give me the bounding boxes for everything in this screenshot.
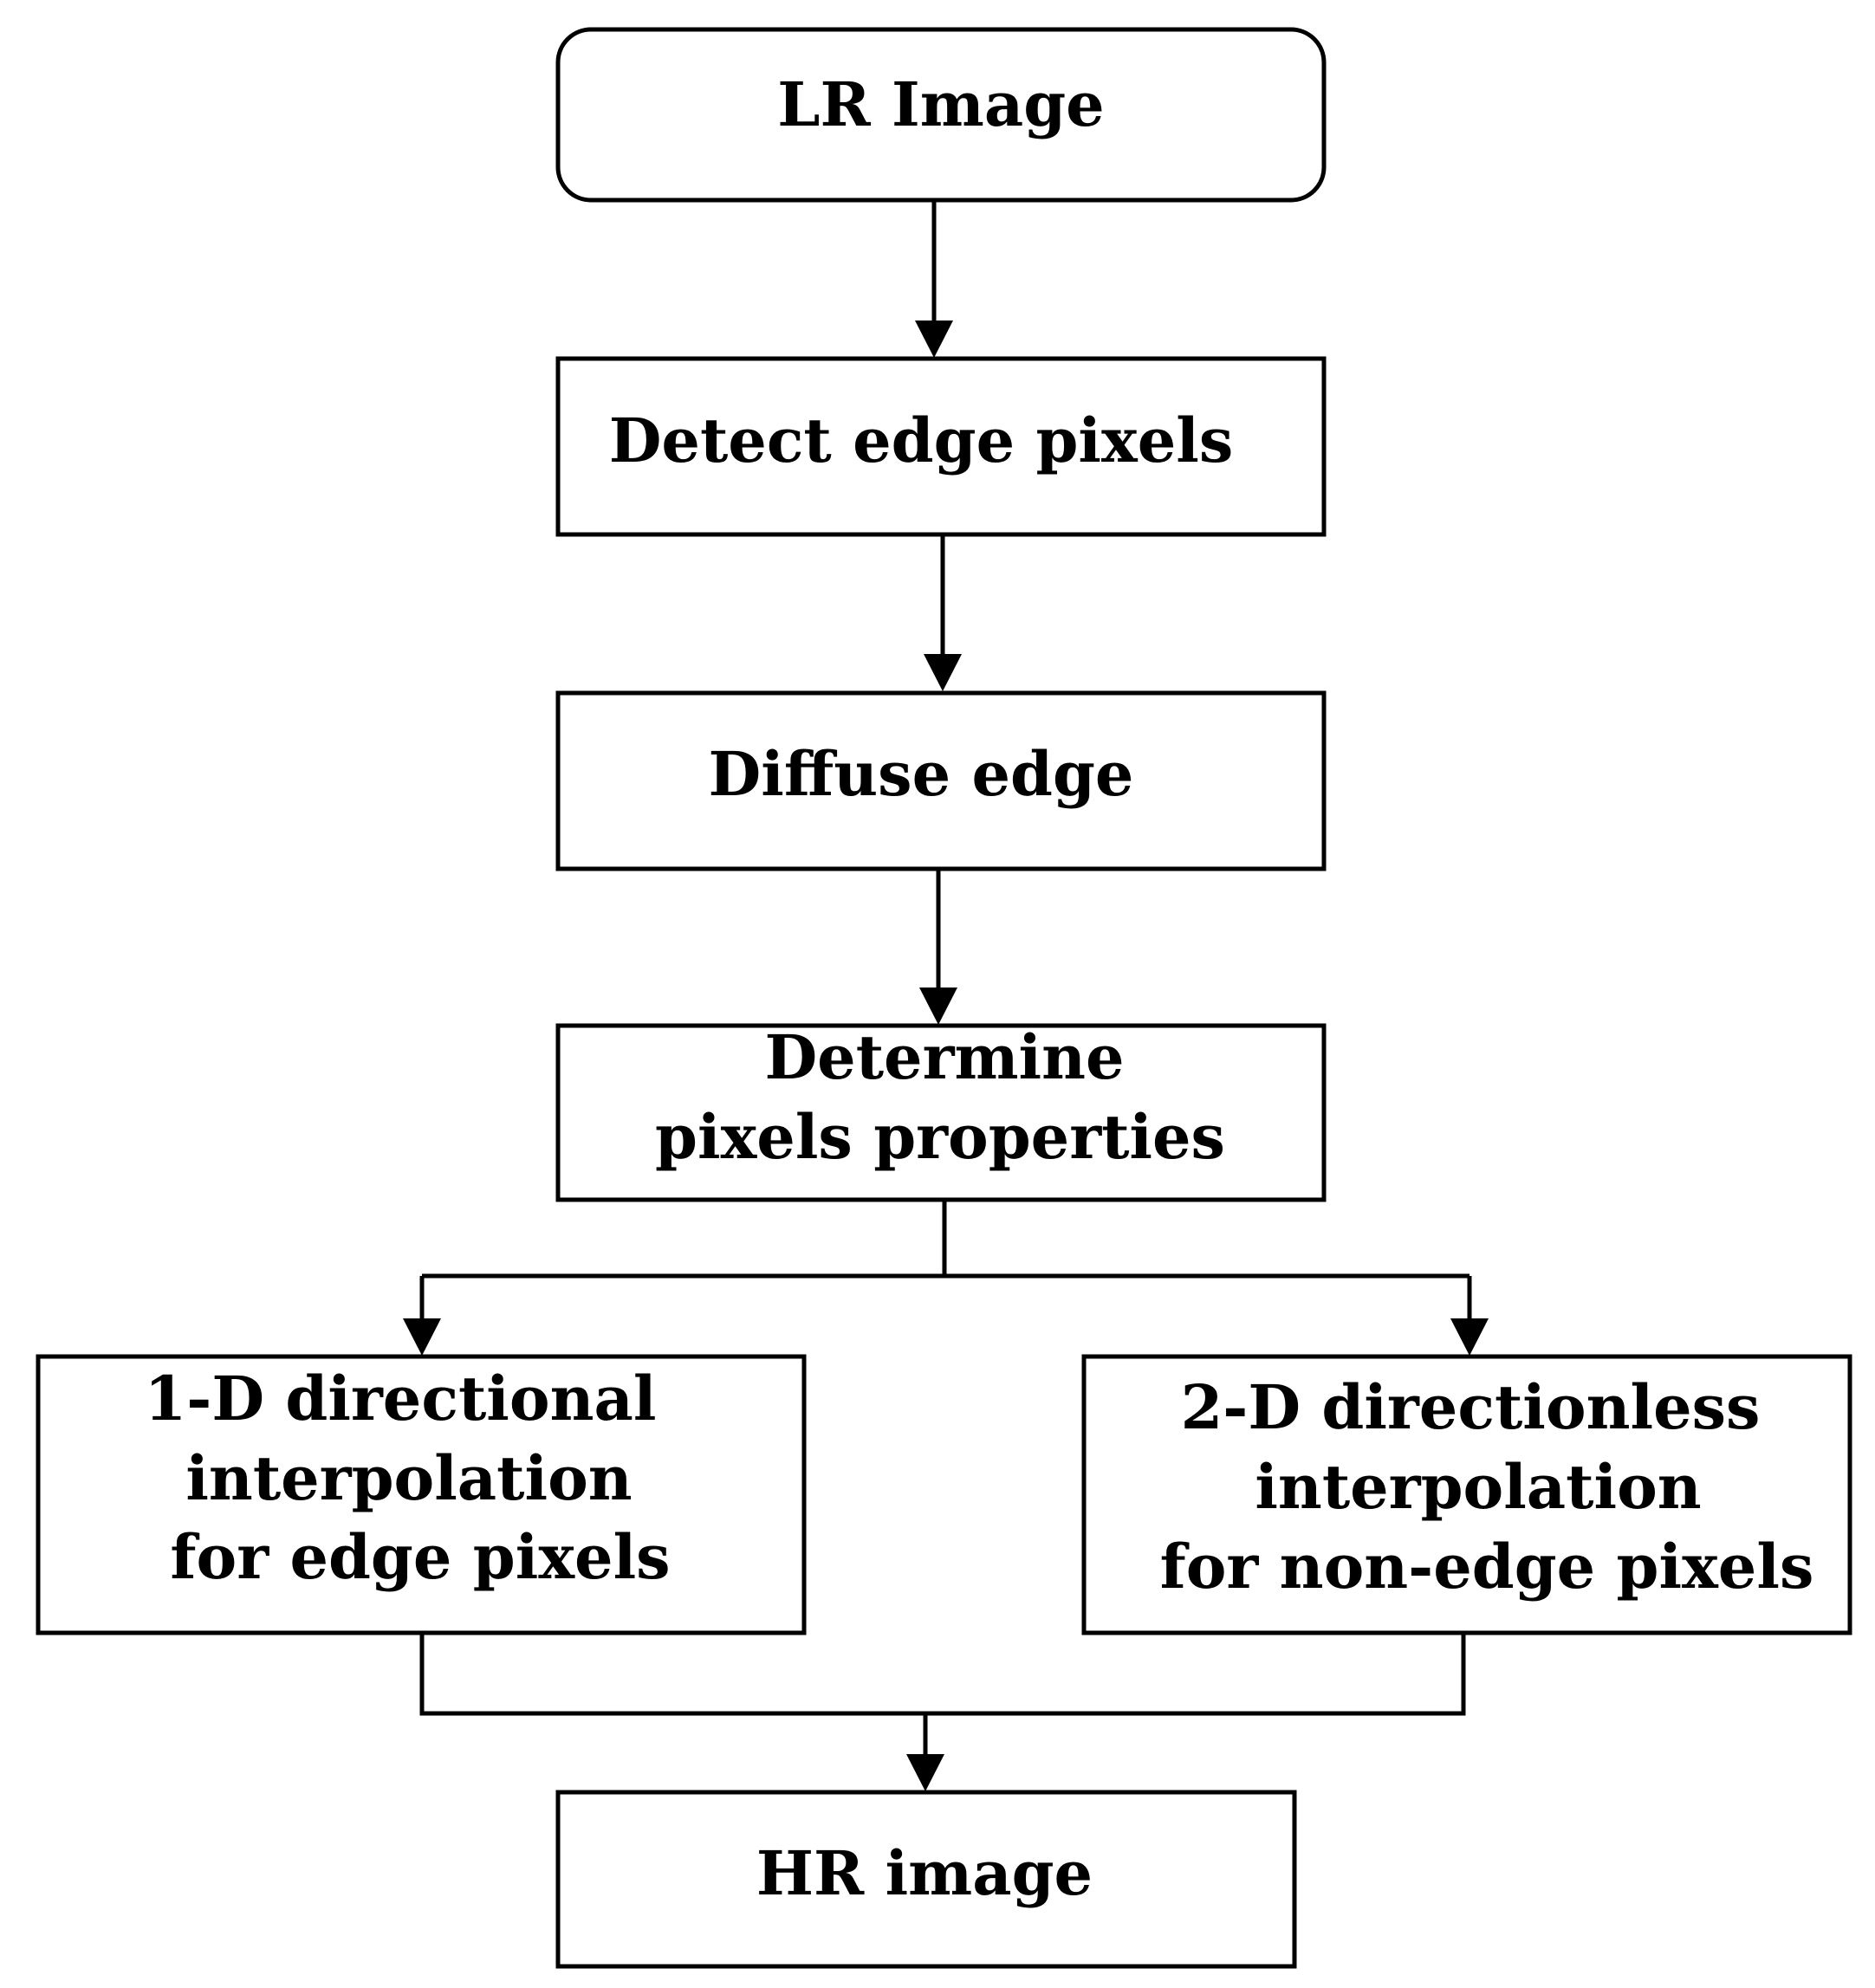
- node-detect-edge-pixels: Detect edge pixels: [555, 356, 1327, 537]
- arrowhead-determine: [919, 988, 957, 1025]
- node-label-line-3: for non-edge pixels: [1160, 1531, 1814, 1603]
- node-label-line-1: Determine: [764, 1021, 1124, 1093]
- node-label-line-1: 2-D directionless: [1181, 1371, 1761, 1443]
- arrowhead-hr: [906, 1754, 944, 1791]
- node-label-line-2: interpolation: [1255, 1451, 1701, 1523]
- node-determine-pixels-properties: Determine pixels properties: [555, 1021, 1327, 1202]
- node-diffuse-edge: Diffuse edge: [555, 690, 1327, 871]
- arrowhead-detect: [915, 321, 953, 358]
- node-label-line-2: interpolation: [185, 1442, 632, 1514]
- node-label: LR Image: [777, 68, 1104, 140]
- node-label-line-3: for edge pixels: [170, 1521, 670, 1593]
- node-lr-image: LR Image: [555, 27, 1327, 203]
- edge-merge-bar: [419, 1633, 1466, 1716]
- arrowhead-2d: [1450, 1318, 1489, 1356]
- arrowhead-diffuse: [924, 654, 962, 691]
- node-label: Diffuse edge: [709, 738, 1134, 810]
- arrowhead-1d: [403, 1318, 441, 1356]
- node-label: Detect edge pixels: [609, 405, 1234, 476]
- node-1d-directional-interpolation: 1-D directional interpolation for edge p…: [36, 1354, 807, 1635]
- node-label-line-1: 1-D directional: [145, 1363, 657, 1434]
- connectors: [403, 200, 1489, 1791]
- node-label: HR image: [756, 1837, 1093, 1909]
- node-2d-directionless-interpolation: 2-D directionless interpolation for non-…: [1081, 1354, 1852, 1635]
- node-hr-image: HR image: [555, 1790, 1297, 1969]
- node-label-line-2: pixels properties: [655, 1101, 1225, 1173]
